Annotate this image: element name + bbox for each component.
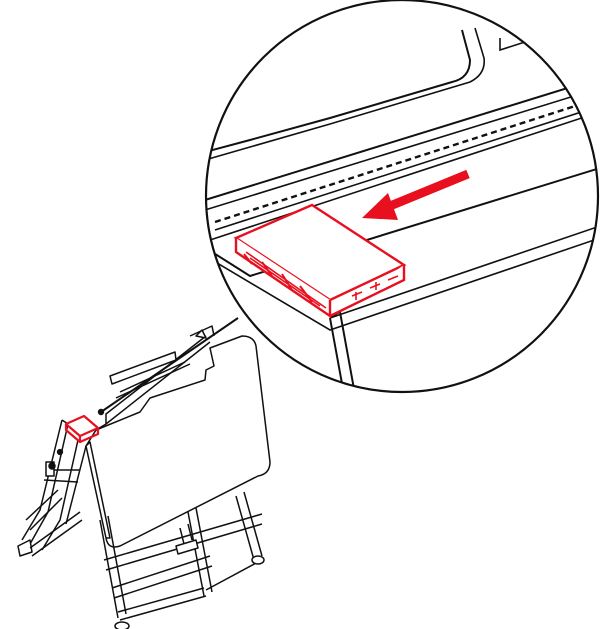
detail-contents bbox=[206, 17, 598, 392]
leader-dot bbox=[97, 408, 105, 416]
detail-magnifier bbox=[204, 0, 600, 394]
rail-top bbox=[206, 77, 598, 201]
front-leg bbox=[329, 311, 357, 392]
upper-panel bbox=[206, 29, 472, 153]
easel-overview bbox=[17, 325, 271, 629]
rail-front-face bbox=[211, 167, 598, 278]
left-arrow-icon bbox=[362, 169, 470, 220]
end-cap-part bbox=[233, 203, 407, 319]
detail-circle-outline bbox=[204, 0, 600, 394]
rail-slot-dashed bbox=[214, 96, 598, 224]
end-cap-location bbox=[64, 414, 100, 444]
front-board bbox=[85, 335, 271, 548]
